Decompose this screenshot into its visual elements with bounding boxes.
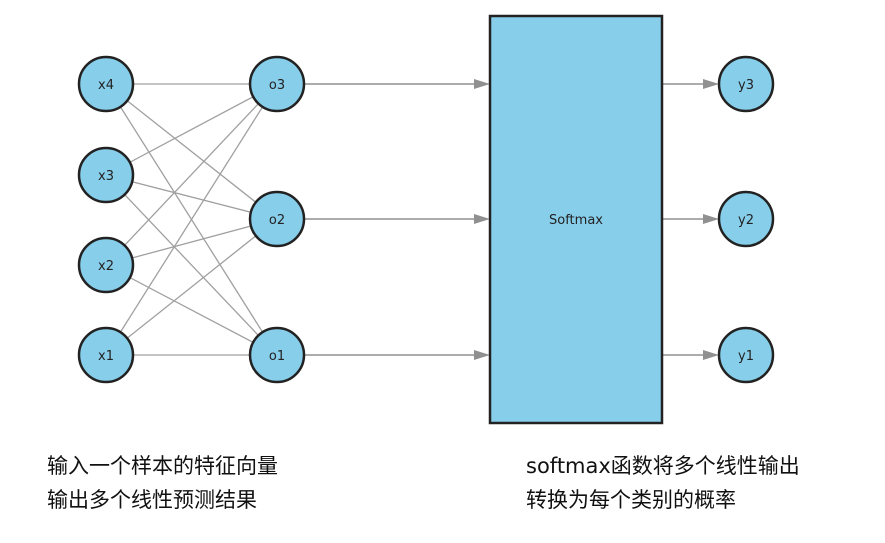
node-x2: x2 [77,236,135,294]
node-o2: o2 [248,190,306,248]
node-label: y1 [738,349,754,364]
arrow-o2-softmax [304,214,490,224]
caption-input-output: 输入一个样本的特征向量 输出多个线性预测结果 [47,449,278,517]
arrows [304,79,719,360]
node-circle [248,190,306,248]
edge-x1-o3 [105,83,278,356]
arrow-softmax-y2 [662,214,719,224]
node-o1: o1 [248,326,306,384]
node-y3: y3 [717,55,775,113]
edge-x1-o2 [105,218,278,356]
arrow-softmax-y1 [662,350,719,360]
edge-x2-o3 [105,83,278,266]
node-circle [77,146,135,204]
node-circle [248,326,306,384]
edge-x2-o2 [105,218,278,266]
node-circle [77,326,135,384]
node-x1: x1 [77,326,135,384]
node-circle [717,190,775,248]
node-circle [717,326,775,384]
arrow-o3-softmax [304,79,490,89]
arrow-o1-softmax [304,350,490,360]
node-label: x4 [98,78,114,93]
edge-x3-o2 [105,174,278,220]
caption-left-line1: 输入一个样本的特征向量 [47,454,278,478]
node-label: y3 [738,78,754,93]
node-circle [77,236,135,294]
node-label: o2 [269,213,285,228]
edge-x3-o3 [105,83,278,176]
caption-right-line1: softmax函数将多个线性输出 [526,454,800,478]
node-circle [248,55,306,113]
arrow-softmax-y3 [662,79,719,89]
connection-edges [105,83,278,356]
nodes: x4 x3 x2 x1 o3 o2 o1 y3 y2 y1 [77,55,775,384]
edge-x2-o1 [105,264,278,356]
node-circle [717,55,775,113]
caption-softmax: softmax函数将多个线性输出 转换为每个类别的概率 [526,449,800,517]
node-label: x2 [98,259,114,274]
caption-left-line2: 输出多个线性预测结果 [47,488,257,512]
edge-x3-o1 [105,174,278,356]
node-y1: y1 [717,326,775,384]
node-label: y2 [738,213,754,228]
node-o3: o3 [248,55,306,113]
softmax-label: Softmax [549,213,603,228]
edge-x4-o2 [105,83,278,220]
node-label: o1 [269,349,285,364]
node-label: x1 [98,349,114,364]
softmax-box [488,14,664,425]
caption-right-line2: 转换为每个类别的概率 [526,488,736,512]
node-circle [77,55,135,113]
node-y2: y2 [717,190,775,248]
node-x4: x4 [77,55,135,113]
node-label: o3 [269,78,285,93]
node-label: x3 [98,169,114,184]
node-x3: x3 [77,146,135,204]
